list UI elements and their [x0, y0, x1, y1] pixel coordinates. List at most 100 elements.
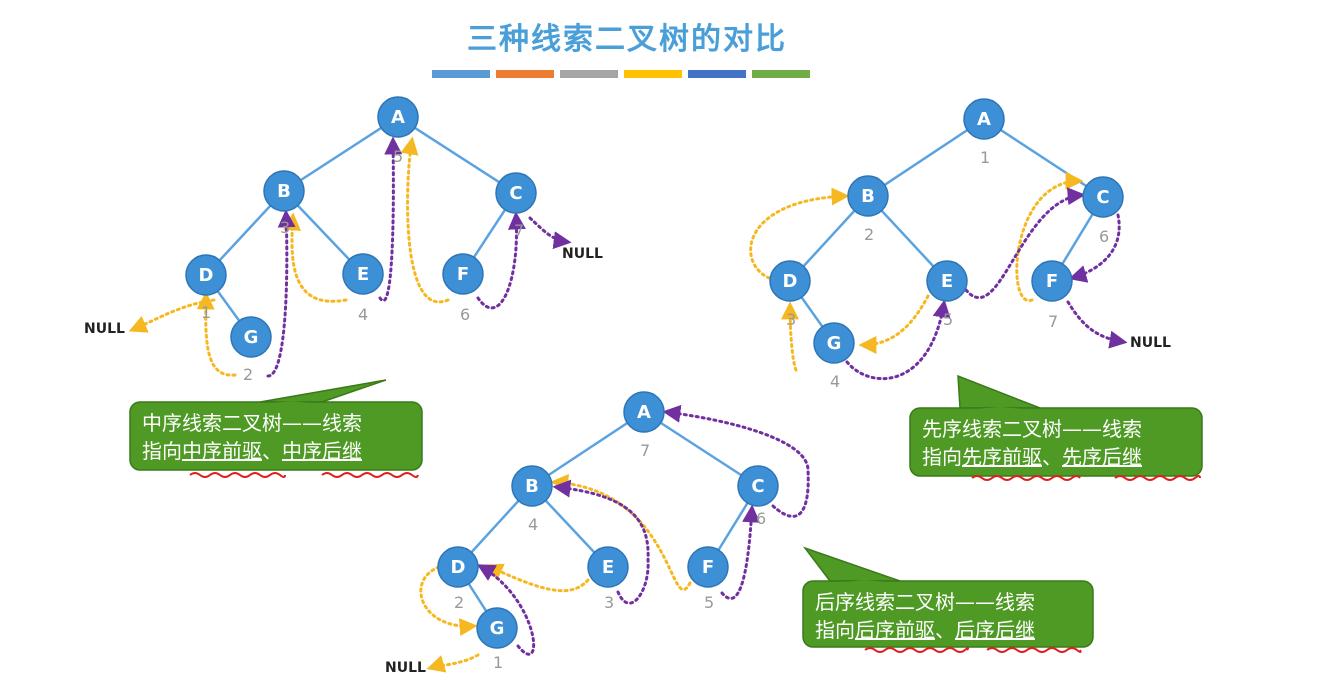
callout-pointer	[259, 379, 387, 403]
callout-box	[802, 580, 1094, 648]
callouts: 中序线索二叉树——线索指向中序前驱、中序后继先序线索二叉树——线索指向先序前驱、…	[129, 374, 1203, 653]
node-D: D1	[185, 254, 227, 322]
node-label: A	[977, 109, 991, 130]
callout-predecessor-term: 先序前驱	[962, 445, 1042, 469]
red-wavy-underline	[864, 647, 970, 653]
title-stripe	[432, 70, 490, 78]
successor-thread-arrow	[476, 564, 536, 656]
node-label: A	[391, 107, 405, 128]
edge-A-C	[397, 115, 517, 195]
successor-thread-arrow	[528, 216, 572, 250]
node-F: F5	[687, 546, 729, 612]
node-A: A5	[377, 96, 419, 166]
node-order-number: 5	[704, 593, 714, 612]
callout-line2: 指向先序前驱、先序后继	[922, 445, 1142, 469]
node-label: C	[1096, 187, 1109, 208]
node-label: C	[509, 183, 522, 204]
successor-thread-arrow	[476, 211, 526, 310]
predecessor-thread-arrow	[781, 301, 800, 372]
node-label: B	[277, 181, 291, 202]
successor-thread-arrow	[964, 187, 1086, 300]
node-label: D	[451, 557, 466, 578]
node-order-number: 4	[358, 305, 368, 324]
node-order-number: 3	[280, 218, 290, 237]
diagram-title: 三种线索二叉树的对比	[467, 22, 787, 57]
predecessor-thread-arrow	[196, 291, 237, 377]
callout-seam	[262, 401, 320, 404]
node-order-number: 7	[514, 221, 524, 240]
predecessor-thread-arrow	[550, 473, 692, 592]
callout-prefix: 指向	[922, 445, 962, 469]
callout-predecessor-term: 后序前驱	[855, 618, 935, 642]
node-order-number: 2	[864, 225, 874, 244]
edge-A-B	[531, 410, 645, 488]
node-order-number: 7	[1048, 312, 1058, 331]
successor-thread-arrow	[266, 209, 296, 378]
callout-successor-term: 后序后继	[955, 618, 1035, 642]
node-order-number: 2	[454, 593, 464, 612]
node-E: E4	[342, 253, 384, 324]
node-label: B	[861, 186, 875, 207]
null-label: NULL	[1130, 335, 1171, 351]
tree-inorder	[204, 115, 518, 338]
node-A: A7	[623, 391, 665, 460]
callout-line1: 中序线索二叉树——线索	[142, 411, 362, 435]
node-order-number: 1	[201, 303, 211, 322]
node-order-number: 5	[393, 147, 403, 166]
threads-inorder: NULL NULL	[84, 136, 603, 378]
node-A: A1	[963, 98, 1005, 167]
node-order-number: 6	[756, 509, 766, 528]
node-B: B2	[847, 175, 889, 244]
node-label: G	[490, 618, 505, 639]
callout-prefix: 指向	[142, 439, 182, 463]
null-label: NULL	[385, 660, 426, 676]
node-label: F	[702, 557, 714, 578]
predecessor-thread-arrow	[484, 563, 590, 593]
node-C: C6	[1082, 176, 1124, 246]
predecessor-thread-arrow	[128, 298, 216, 333]
null-label: NULL	[562, 246, 603, 262]
node-order-number: 1	[493, 653, 503, 672]
node-circle	[1031, 260, 1073, 302]
node-circle	[437, 546, 479, 588]
node-order-number: 1	[980, 148, 990, 167]
node-order-number: 7	[640, 441, 650, 460]
callout-separator: 、	[935, 618, 955, 642]
node-order-number: 2	[243, 365, 253, 384]
callout-predecessor-term: 中序前驱	[182, 439, 262, 463]
node-B: B3	[263, 170, 305, 237]
successor-thread-arrow	[845, 299, 951, 381]
node-circle	[847, 175, 889, 217]
callout-separator: 、	[1042, 445, 1062, 469]
callout-line1: 后序线索二叉树——线索	[815, 590, 1035, 614]
node-circle	[737, 465, 779, 507]
node-label: G	[827, 333, 842, 354]
edge-A-B	[283, 115, 399, 193]
threads-postorder: NULL	[385, 404, 810, 676]
successor-thread-arrow	[720, 504, 761, 600]
callout-separator: 、	[262, 439, 282, 463]
node-circle	[263, 170, 305, 212]
null-label: NULL	[84, 321, 125, 337]
node-order-number: 5	[943, 310, 953, 329]
node-circle	[769, 260, 811, 302]
title-stripe	[624, 70, 682, 78]
callout-successor-term: 中序后继	[282, 439, 362, 463]
successor-thread-arrow	[662, 404, 810, 518]
node-circle	[963, 98, 1005, 140]
thread-arrows: NULL NULL NULL NULL	[84, 136, 1171, 676]
node-circle	[587, 546, 629, 588]
node-circle	[1082, 176, 1124, 218]
node-label: B	[525, 476, 539, 497]
node-circle	[442, 253, 484, 295]
node-label: E	[941, 271, 953, 292]
node-circle	[813, 322, 855, 364]
callout-prefix: 指向	[815, 618, 855, 642]
node-G: G2	[230, 316, 272, 384]
edge-A-C	[983, 117, 1104, 199]
